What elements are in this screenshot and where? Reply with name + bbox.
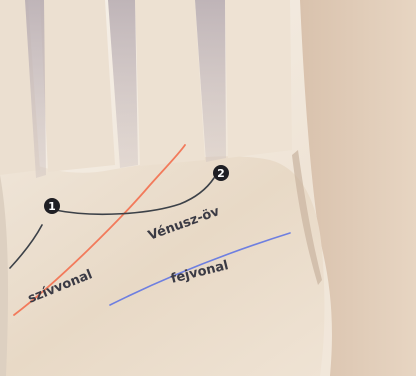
finger-ring	[40, 0, 115, 172]
palm-surface	[0, 150, 324, 376]
finger-index	[225, 0, 292, 158]
finger-middle	[135, 0, 205, 166]
marker-1: 1	[44, 198, 60, 214]
marker-2-label: 2	[217, 167, 225, 180]
marker-2: 2	[213, 165, 229, 181]
marker-1-label: 1	[48, 200, 56, 213]
